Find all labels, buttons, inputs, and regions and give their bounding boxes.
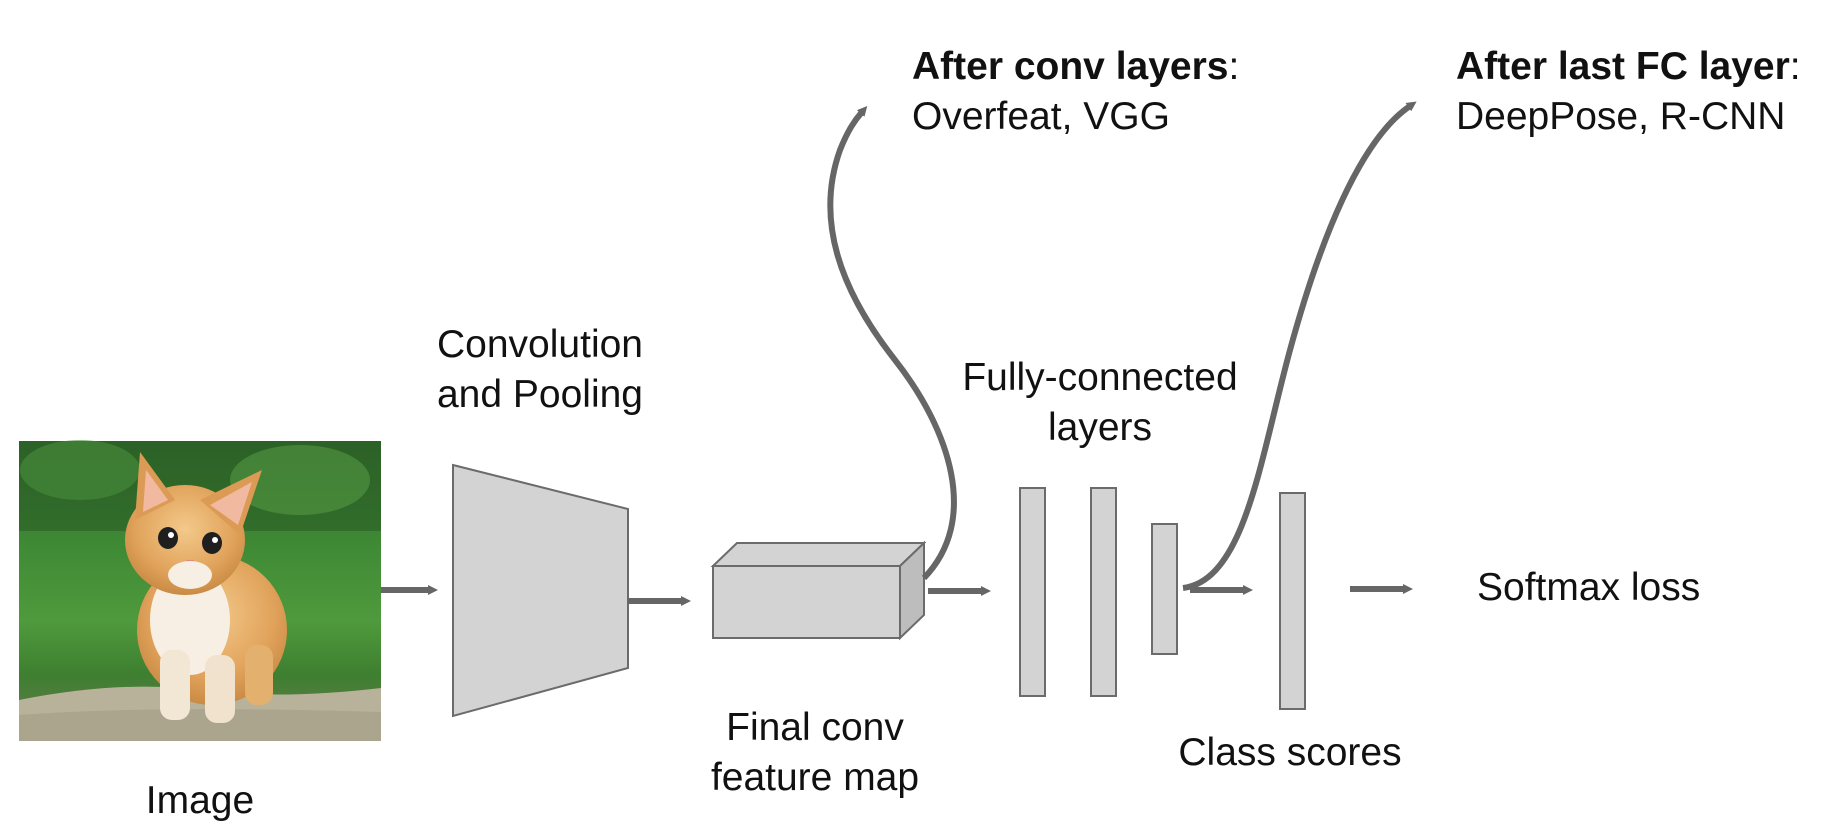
conv-annotation-heading: After conv layers:: [912, 42, 1239, 92]
conv-pooling-label-line2: and Pooling: [436, 373, 643, 416]
fc-annotation-title: After last FC layer: [1456, 45, 1790, 88]
class-scores-label: Class scores: [1178, 731, 1402, 774]
conv-annotation-colon: :: [1228, 45, 1240, 88]
feature-map-box: [710, 540, 927, 641]
conv-pooling-label-line1: Convolution: [437, 323, 643, 366]
fc-layer-bar-1: [1019, 487, 1046, 697]
conv-pooling-block: [452, 463, 629, 718]
fc-annotation-heading: After last FC layer:: [1456, 42, 1801, 92]
conv-annotation-title: After conv layers: [912, 45, 1229, 88]
fc-layers-label-line1: Fully-connected: [962, 356, 1238, 399]
final-conv-label-line1: Final conv: [726, 706, 904, 749]
final-conv-label-line2: feature map: [710, 756, 920, 799]
kitten-photo: [19, 440, 381, 741]
fc-annotation-methods: DeepPose, R-CNN: [1456, 95, 1786, 138]
fc-layers-label-line2: layers: [1047, 406, 1153, 449]
arrow-fc-features-curve: [1182, 101, 1417, 591]
image-label: Image: [145, 779, 255, 822]
fc-layer-bar-2: [1090, 487, 1117, 697]
arrow-conv-features-curve: [827, 105, 957, 581]
fc-layer-bar-3: [1151, 523, 1178, 655]
fc-annotation-colon: :: [1789, 45, 1801, 88]
softmax-loss-label: Softmax loss: [1477, 566, 1701, 609]
class-scores-bar: [1279, 492, 1306, 710]
conv-annotation-methods: Overfeat, VGG: [912, 95, 1170, 138]
